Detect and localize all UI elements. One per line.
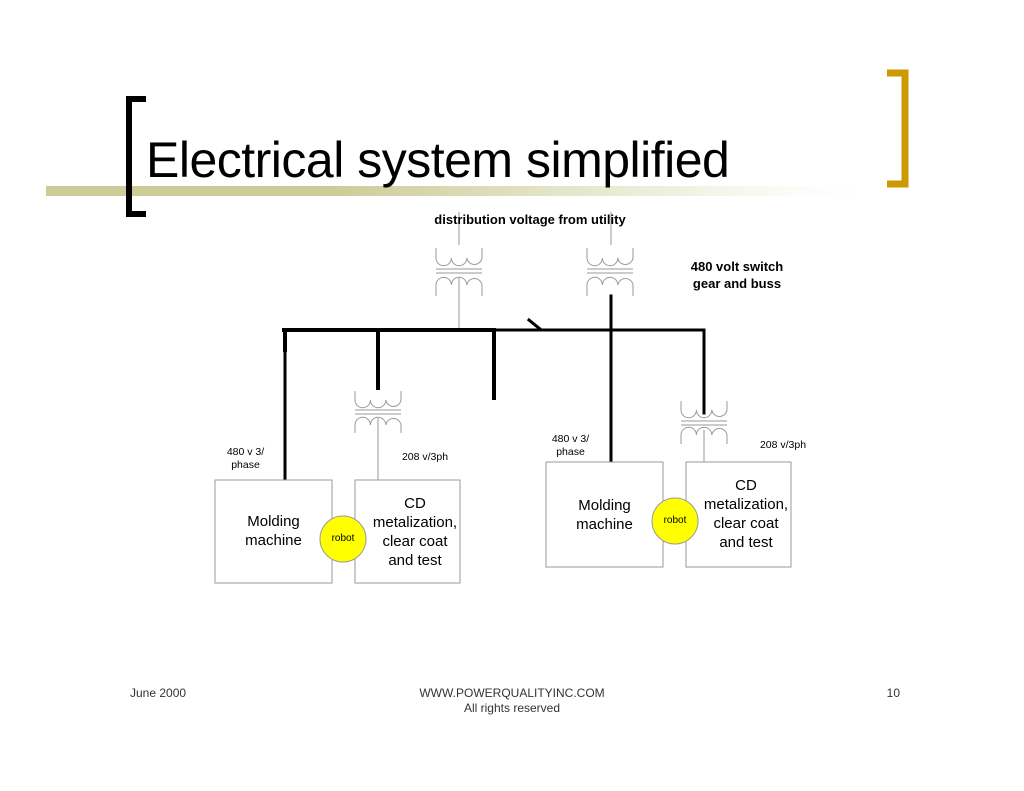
transformer-label-2: 208 v/3ph (759, 439, 807, 451)
main-transformer-1 (435, 248, 483, 328)
cd-station-2-line3: clear coat (713, 515, 779, 532)
cd-station-box-1 (354, 479, 461, 584)
molding-machine-1-line2: machine (245, 532, 302, 549)
stepdown-transformer-1 (354, 391, 402, 480)
slide-title: Electrical system simplified (146, 132, 730, 188)
switchgear-label-line1: 480 volt switch (690, 259, 784, 274)
cd-station-1-line4: and test (388, 552, 442, 569)
feed-label-1-line1: 480 v 3/ (226, 446, 265, 458)
cd-station-2-line1: CD (735, 477, 757, 494)
cd-station-box-2 (685, 461, 792, 568)
cd-station-2-label: CD metalization, clear coat and test (686, 476, 806, 552)
molding-machine-box-1 (214, 479, 333, 584)
switchgear-label: 480 volt switch gear and buss (672, 258, 802, 292)
cd-station-1-line1: CD (404, 495, 426, 512)
buss-480v (282, 294, 706, 482)
molding-machine-2-label: Molding machine (546, 496, 663, 534)
molding-machine-1-line1: Molding (247, 513, 300, 530)
feed-label-2-line2: phase (556, 446, 585, 458)
cd-station-2-line2: metalization, (703, 496, 789, 513)
feed-label-1-line2: phase (231, 459, 260, 471)
footer-website: WWW.POWERQUALITYINC.COM (419, 686, 605, 700)
footer-rights: All rights reserved (463, 701, 561, 715)
tie-breaker-switch (526, 317, 543, 332)
feed-label-1: 480 v 3/ phase (218, 446, 273, 472)
feed-label-2-line1: 480 v 3/ (551, 433, 590, 445)
left-bracket (126, 96, 146, 217)
stepdown-transformer-2 (680, 401, 728, 466)
title-underline-bar (46, 186, 861, 196)
switchgear-label-line2: gear and buss (692, 276, 782, 291)
transformer-label-1: 208 v/3ph (401, 451, 449, 463)
molding-machine-2-line1: Molding (578, 497, 631, 514)
cd-station-1-line2: metalization, (372, 514, 458, 531)
main-transformer-2 (586, 248, 634, 296)
cd-station-2-line4: and test (719, 534, 773, 551)
robot-2 (651, 497, 699, 545)
molding-machine-2-line2: machine (576, 516, 633, 533)
molding-machine-box-2 (545, 461, 664, 568)
utility-label: distribution voltage from utility (434, 212, 626, 227)
cd-station-1-label: CD metalization, clear coat and test (355, 494, 475, 570)
robot-1-label: robot (331, 533, 355, 544)
feed-label-2: 480 v 3/ phase (543, 433, 598, 459)
page-number: 10 (886, 686, 900, 700)
robot-2-label: robot (663, 515, 687, 526)
right-bracket (887, 69, 909, 188)
molding-machine-1-label: Molding machine (215, 512, 332, 550)
footer-date: June 2000 (130, 686, 187, 700)
footer-center: WWW.POWERQUALITYINC.COM All rights reser… (412, 686, 612, 716)
cd-station-1-line3: clear coat (382, 533, 448, 550)
robot-1 (319, 515, 367, 563)
